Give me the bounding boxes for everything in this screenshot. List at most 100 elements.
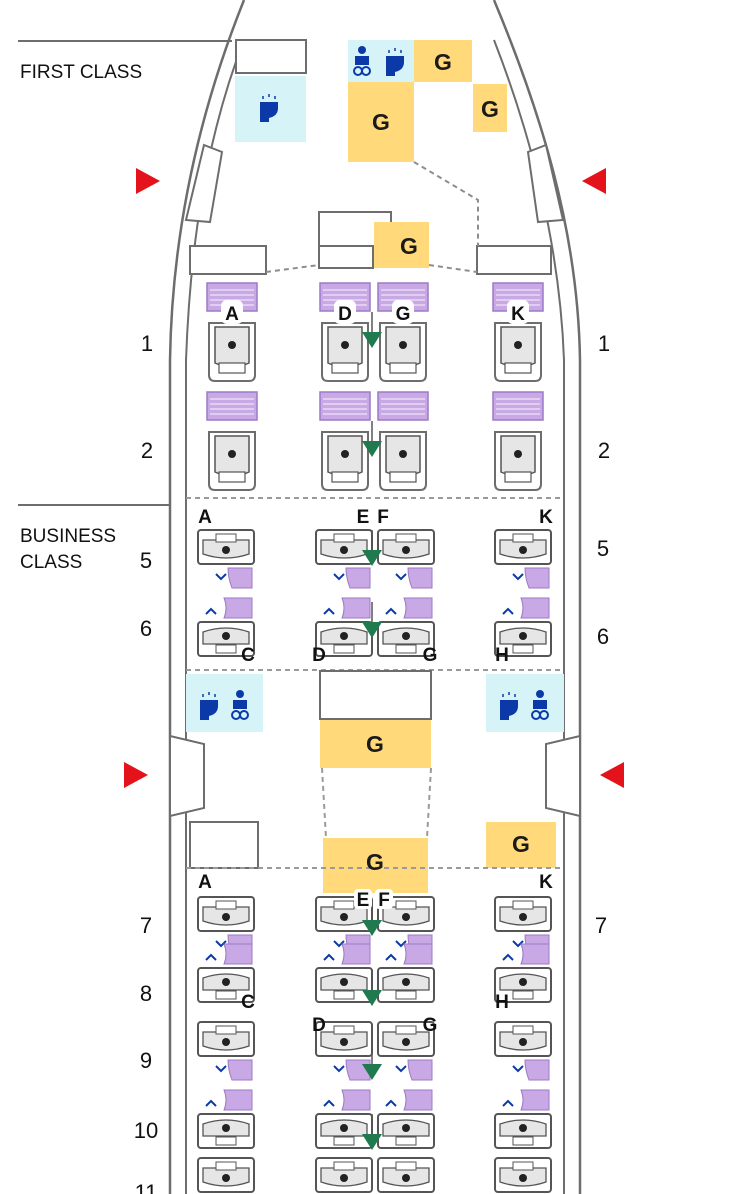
- galley-labels: G G G G G G G: [366, 49, 530, 875]
- business-class-seat[interactable]: [494, 1157, 552, 1194]
- business-class-seat[interactable]: [315, 1157, 373, 1194]
- business-class-seat[interactable]: [197, 1021, 255, 1081]
- seat-letter: E: [357, 507, 370, 528]
- baby-changing-icon: [353, 46, 371, 76]
- business-class-seat[interactable]: [197, 529, 255, 589]
- seat-letter: A: [198, 872, 212, 893]
- business-class-seat[interactable]: [315, 943, 373, 1003]
- business-class-seat[interactable]: [315, 1021, 373, 1081]
- seat-letter: K: [539, 872, 553, 893]
- nose-area: [189, 39, 552, 275]
- business-class-seat[interactable]: [377, 1157, 435, 1194]
- toilet-icon: [386, 48, 404, 76]
- first-class-seat[interactable]: [377, 391, 429, 491]
- closet: [319, 670, 432, 720]
- galley-label: G: [366, 849, 384, 875]
- toilet-icon: [200, 692, 218, 720]
- closet: [189, 821, 259, 869]
- first-class-seat[interactable]: [206, 282, 258, 382]
- seat-letter: G: [423, 1015, 438, 1036]
- facility-icons: [200, 46, 549, 720]
- galley: [320, 720, 431, 768]
- closet: [189, 245, 267, 275]
- closet: [476, 245, 552, 275]
- business-class-seat[interactable]: [377, 529, 435, 589]
- business-class-seat[interactable]: [494, 529, 552, 589]
- first-class-label: FIRST CLASS: [20, 62, 142, 83]
- business-class-seat[interactable]: [315, 529, 373, 589]
- galley-label: G: [481, 96, 499, 122]
- aisle-arrow-icon: [362, 1134, 382, 1150]
- seat-letter: A: [225, 304, 239, 325]
- aisle-arrow-icon: [362, 1064, 382, 1080]
- galley-label: G: [366, 731, 384, 757]
- seat-letter: F: [378, 890, 390, 911]
- business-class-seat[interactable]: [494, 1089, 552, 1149]
- galley: [323, 838, 428, 893]
- lavatory: [186, 674, 263, 732]
- exit-arrow-icon: [582, 168, 606, 194]
- exit-arrow-icon: [124, 762, 148, 788]
- toilet-icon: [260, 94, 278, 122]
- business-class-label-2: CLASS: [20, 552, 82, 573]
- business-class-seat[interactable]: [377, 1021, 435, 1081]
- business-class-seat[interactable]: [197, 1089, 255, 1149]
- galley: [374, 222, 429, 268]
- seat-letter: K: [511, 304, 525, 325]
- row-number: 7: [595, 913, 607, 938]
- business-class-seat[interactable]: [494, 943, 552, 1003]
- seat-letter: D: [312, 645, 326, 666]
- row-number: 5: [597, 536, 609, 561]
- galley-label: G: [372, 109, 390, 135]
- row-number: 2: [598, 438, 610, 463]
- row-number: 1: [598, 331, 610, 356]
- business-class-seat[interactable]: [197, 1157, 255, 1194]
- first-class-seat[interactable]: [492, 391, 544, 491]
- business-class-seat[interactable]: [197, 943, 255, 1003]
- galley: [348, 82, 414, 162]
- row-number: 9: [140, 1048, 152, 1073]
- business-class-seats: [197, 529, 552, 1194]
- business-class-label-1: BUSINESS: [20, 526, 116, 547]
- seat-letter: C: [241, 645, 255, 666]
- row-number: 8: [140, 981, 152, 1006]
- aisle-arrow-icon: [362, 550, 382, 566]
- business-class-seat[interactable]: [494, 896, 552, 956]
- first-class-seat[interactable]: [377, 282, 429, 382]
- seat-letter: G: [423, 645, 438, 666]
- row-number: 6: [597, 624, 609, 649]
- business-class-seat[interactable]: [315, 1089, 373, 1149]
- business-class-seat[interactable]: [197, 597, 255, 657]
- seat-letter: H: [495, 645, 509, 666]
- row-number: 1: [141, 331, 153, 356]
- seat-letter: F: [377, 507, 389, 528]
- aisle-arrow-icon: [362, 441, 382, 457]
- first-class-seat[interactable]: [206, 391, 258, 491]
- aisle-arrow-icon: [362, 332, 382, 348]
- business-class-seat[interactable]: [494, 597, 552, 657]
- doors: [169, 143, 581, 818]
- business-class-seat[interactable]: [377, 597, 435, 657]
- seat-letter: K: [539, 507, 553, 528]
- galley-label: G: [400, 233, 418, 259]
- exit-arrow-icon: [600, 762, 624, 788]
- aisle-arrow-icon: [362, 920, 382, 936]
- business-class-seat[interactable]: [377, 1089, 435, 1149]
- business-class-seat[interactable]: [377, 943, 435, 1003]
- closet: [318, 245, 374, 269]
- first-class-seat[interactable]: [492, 282, 544, 382]
- exit-arrows: [124, 168, 624, 788]
- closet: [235, 39, 307, 74]
- seat-letter: H: [495, 992, 509, 1013]
- seat-letter: G: [396, 304, 411, 325]
- business-class-seat[interactable]: [494, 1021, 552, 1081]
- row-number: 11: [135, 1180, 158, 1194]
- first-class-seat[interactable]: [319, 391, 371, 491]
- business-class-seat[interactable]: [315, 597, 373, 657]
- aisle-arrow-icon: [362, 990, 382, 1006]
- galley: [486, 822, 556, 868]
- exit-arrow-icon: [136, 168, 160, 194]
- aisle-arrows: [362, 312, 382, 1150]
